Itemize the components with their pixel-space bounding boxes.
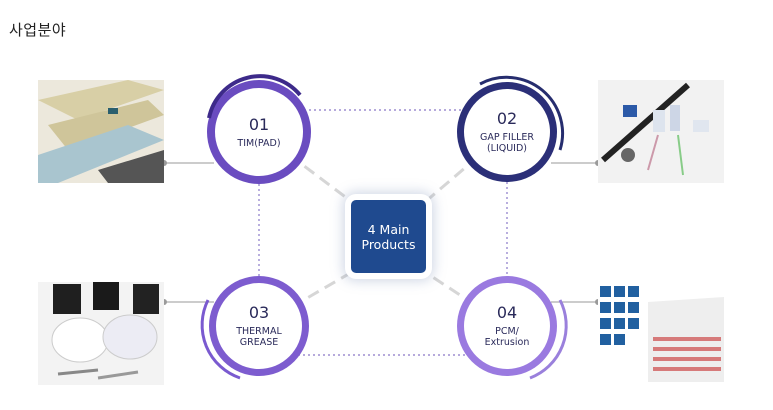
- center-line-1: 4 Main: [367, 221, 410, 237]
- photo-tim-pad: [38, 80, 164, 183]
- product-label: PCM/Extrusion: [484, 326, 530, 348]
- product-number: 02: [496, 109, 518, 128]
- main-products-box: 4 Main Products: [351, 200, 426, 273]
- product-number: 03: [248, 303, 270, 322]
- node-01-ring: [207, 74, 311, 184]
- photo-gap-filler: [598, 80, 724, 183]
- product-node-04[interactable]: 04 PCM/Extrusion: [461, 280, 553, 372]
- section-heading: 사업분야: [9, 21, 67, 39]
- product-node-02[interactable]: 02 GAP FILLER(LIQUID): [461, 86, 553, 178]
- product-node-01[interactable]: 01 TIM(PAD): [213, 86, 305, 178]
- product-number: 01: [248, 114, 270, 134]
- photo-thermal-grease: [38, 282, 164, 385]
- center-line-2: Products: [361, 236, 416, 252]
- product-label: TIM(PAD): [237, 137, 281, 149]
- node-02-ring: [457, 75, 565, 182]
- product-label: GAP FILLER(LIQUID): [479, 132, 535, 154]
- product-number: 04: [496, 303, 518, 322]
- node-04-ring: [457, 276, 568, 380]
- node-03-ring: [200, 276, 309, 380]
- photo-pcm-extrusion: [598, 282, 724, 385]
